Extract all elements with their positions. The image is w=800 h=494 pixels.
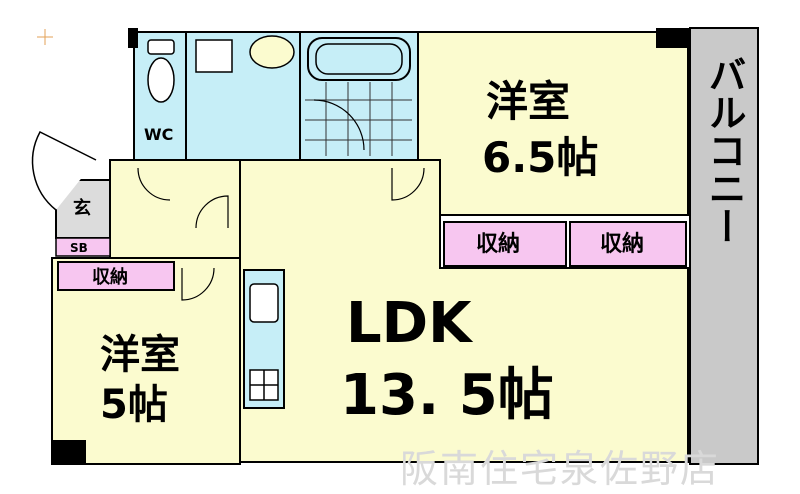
balcony-label: バルコニー: [702, 55, 746, 245]
door-swings: [137, 99, 425, 301]
kitchen-stove: [249, 369, 279, 401]
bedroom-a-size: 6.5帖: [482, 133, 598, 182]
closet-a-label: 収納: [476, 231, 520, 257]
bathtub-inner: [315, 43, 403, 75]
shoe-box-label: SB: [70, 241, 88, 255]
watermark: 阪南住宅泉佐野店: [400, 447, 720, 491]
registration-mark: [37, 29, 53, 45]
closet-c: [57, 261, 175, 291]
hallway: [109, 159, 241, 261]
structural-columns: [52, 28, 690, 464]
wash-basin: [249, 35, 295, 69]
bathroom-tiles: [305, 82, 412, 156]
bathtub: [307, 37, 411, 81]
toilet-label: WC: [144, 125, 173, 144]
washing-machine-pan: [195, 39, 233, 73]
ldk-size: 13. 5帖: [340, 363, 554, 428]
closet-a: [443, 221, 567, 267]
entrance-door: [31, 131, 97, 211]
bedroom-a-name: 洋室: [486, 77, 570, 126]
shoe-box: [55, 237, 111, 257]
ldk-name: LDK: [346, 291, 474, 356]
kitchen-sink: [249, 283, 279, 323]
closet-b-label: 収納: [600, 231, 644, 257]
closet-b: [569, 221, 687, 267]
toilet-fixture: [147, 39, 175, 103]
entrance-label: 玄: [73, 197, 91, 219]
bedroom-b-name: 洋室: [100, 332, 180, 378]
balcony-area: [689, 27, 759, 465]
bedroom-b: [51, 257, 241, 465]
bedroom-a: [417, 31, 689, 216]
bedroom-b-size: 5帖: [100, 382, 168, 428]
closet-c-label: 収納: [92, 266, 128, 288]
